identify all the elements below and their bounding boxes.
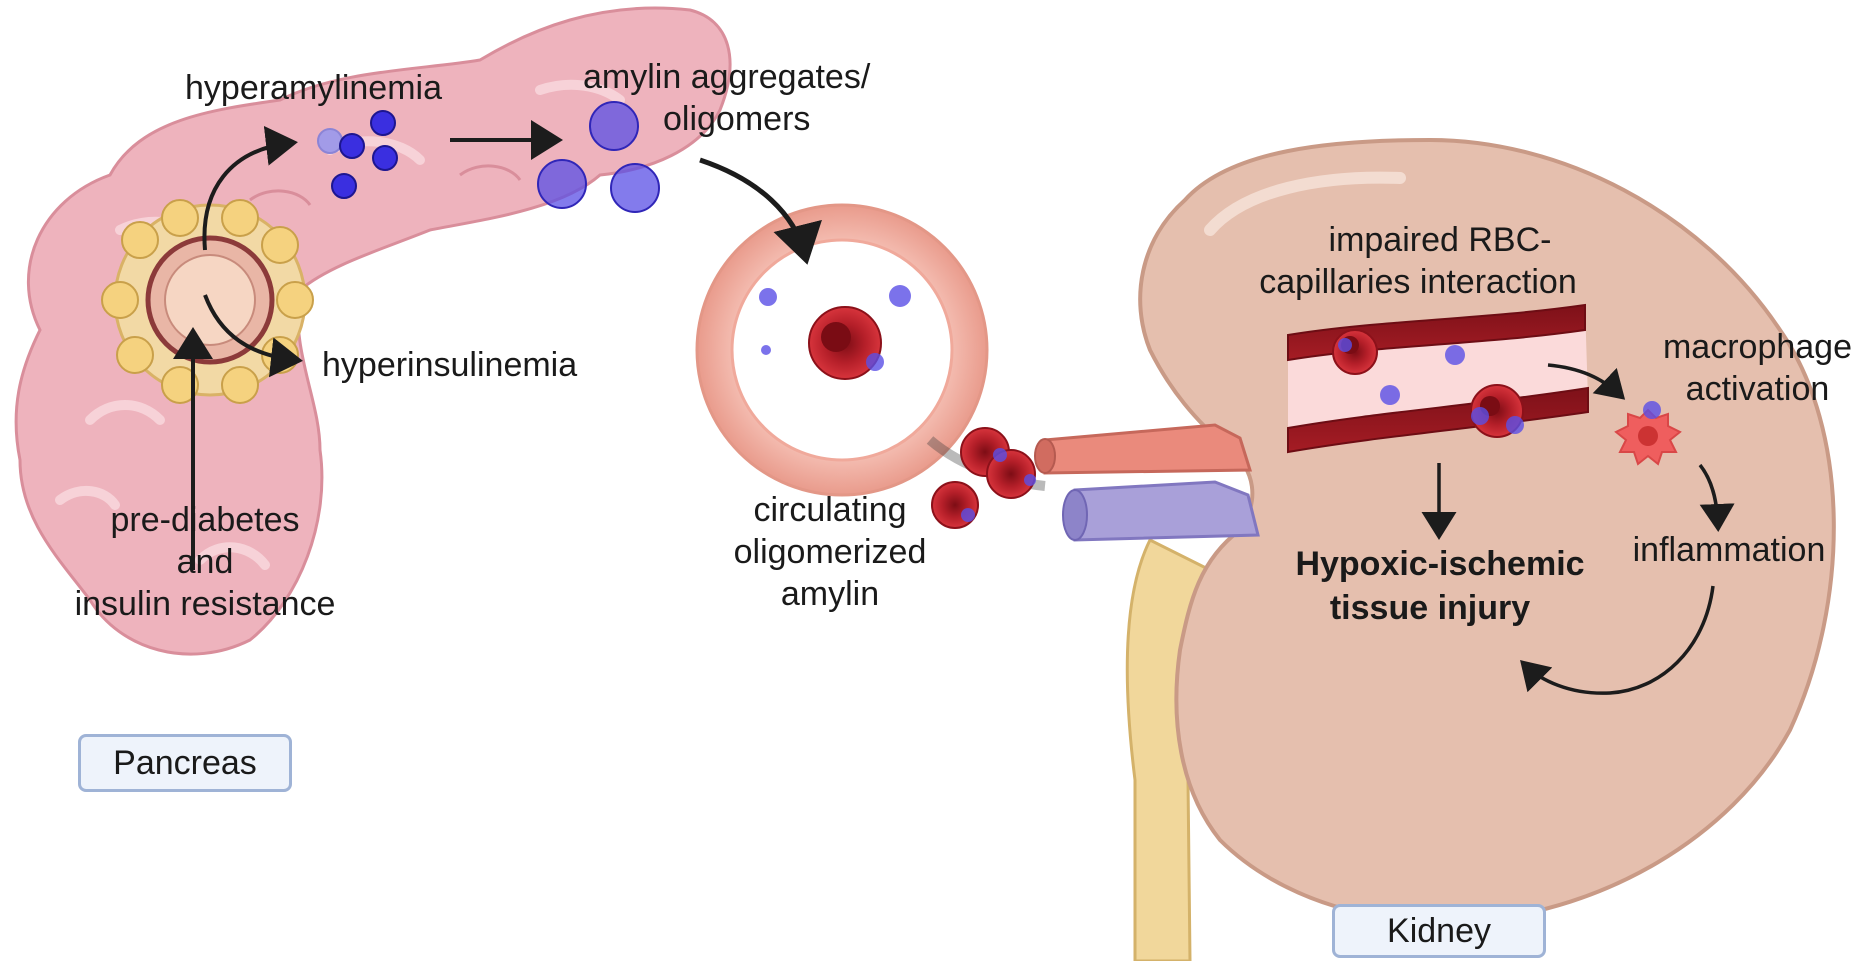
renal-artery (1034, 423, 1253, 475)
kidney-arrows (1421, 363, 1735, 695)
circulating-label-line2: oligomerized (733, 533, 927, 571)
inflammation-label: inflammation (1632, 531, 1826, 569)
kidney-tag: Kidney (1332, 904, 1546, 958)
hypoxic-label-line1: Hypoxic-ischemic (1295, 545, 1585, 583)
hypoxic-label-line2: tissue injury (1329, 589, 1531, 627)
pancreas-arrows (173, 120, 563, 570)
prediabetes-label-line3: insulin resistance (74, 585, 336, 623)
impaired-label-line2: capillaries interaction (1259, 263, 1577, 301)
circulating-red-blood-cells (931, 427, 1036, 529)
red-blood-cell (808, 306, 884, 380)
amylin-aggregates-label-line2: oligomers (663, 100, 811, 138)
hyperamylinemia-label: hyperamylinemia (185, 69, 442, 107)
capillary (1287, 303, 1589, 454)
circulating-label-line1: circulating (753, 491, 907, 529)
circulating-label-line3: amylin (780, 575, 880, 613)
oligomer-to-vessel-arrow (699, 157, 822, 265)
prediabetes-label-line2: and (176, 543, 234, 581)
macrophage-label-line2: activation (1685, 370, 1830, 408)
amylin-aggregates-label-line1: amylin aggregates/ (583, 58, 871, 96)
macrophage-cell (1614, 401, 1682, 466)
macrophage-label-line1: macrophage (1662, 328, 1852, 366)
impaired-label-line1: impaired RBC- (1328, 221, 1552, 259)
pancreas-tag: Pancreas (78, 734, 292, 792)
prediabetes-label-line1: pre-diabetes (110, 501, 300, 539)
renal-vein (1062, 480, 1260, 542)
amylin-oligomer (537, 101, 660, 213)
hyperinsulinemia-label: hyperinsulinemia (322, 346, 578, 384)
amylin-monomer (317, 110, 398, 199)
